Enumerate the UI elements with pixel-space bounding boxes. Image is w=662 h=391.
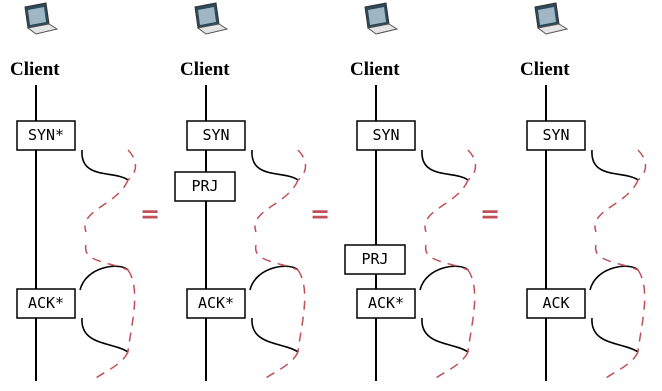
ack-in-arc xyxy=(249,265,299,291)
equals-sign: = xyxy=(480,200,500,228)
prj-label: PRJ xyxy=(191,177,218,195)
laptop-icon xyxy=(24,2,58,35)
syn-out-arc xyxy=(81,149,129,181)
syn-label: SYN xyxy=(202,126,229,144)
network-path xyxy=(637,269,646,353)
ack-label: ACK* xyxy=(28,294,64,312)
equals-sign: = xyxy=(140,200,160,228)
network-path xyxy=(95,351,129,379)
panel-2: Client SYN PRJ ACK* xyxy=(174,2,307,381)
ack-label: ACK xyxy=(542,294,569,312)
network-path xyxy=(435,351,469,379)
ack-label: ACK* xyxy=(198,294,234,312)
network-path xyxy=(85,244,129,271)
ack-box: ACK* xyxy=(186,288,246,319)
network-path xyxy=(255,244,299,271)
syn-out-arc xyxy=(251,149,299,181)
client-label: Client xyxy=(10,59,60,80)
network-path xyxy=(425,244,469,271)
equals-sign: = xyxy=(310,200,330,228)
laptop-icon xyxy=(194,2,228,35)
panel-4: Client SYN ACK xyxy=(520,2,647,381)
network-path xyxy=(467,149,477,181)
ack-box: ACK* xyxy=(356,288,416,319)
network-path xyxy=(265,351,299,379)
panel-1: Client SYN* ACK* xyxy=(10,2,137,381)
client-label: Client xyxy=(520,59,570,80)
ack-label: ACK* xyxy=(368,294,404,312)
ack-in-arc xyxy=(79,265,129,291)
prj-box: PRJ xyxy=(174,171,236,202)
ack-out-arc xyxy=(421,317,469,353)
network-path xyxy=(637,149,647,181)
syn-box: SYN xyxy=(356,120,416,151)
syn-box: SYN xyxy=(526,120,586,151)
ack-in-arc xyxy=(419,265,469,291)
laptop-icon xyxy=(364,2,398,35)
network-path xyxy=(84,179,129,233)
network-path xyxy=(297,269,306,353)
network-path xyxy=(595,244,639,271)
network-path xyxy=(127,269,136,353)
network-path xyxy=(605,351,639,379)
network-path xyxy=(424,179,469,233)
ack-in-arc xyxy=(589,265,639,291)
syn-label: SYN xyxy=(542,126,569,144)
network-path xyxy=(297,149,307,181)
network-path xyxy=(127,149,137,181)
ack-box: ACK* xyxy=(16,288,76,319)
syn-out-arc xyxy=(591,149,639,181)
syn-label: SYN xyxy=(372,126,399,144)
prj-label: PRJ xyxy=(361,250,388,268)
syn-box: SYN xyxy=(186,120,246,151)
laptop-icon xyxy=(534,2,568,35)
ack-out-arc xyxy=(251,317,299,353)
network-path xyxy=(254,179,299,233)
ack-out-arc xyxy=(591,317,639,353)
client-label: Client xyxy=(180,59,230,80)
syn-box: SYN* xyxy=(16,120,76,151)
panel-3: Client SYN PRJ ACK* xyxy=(344,2,477,381)
ack-out-arc xyxy=(81,317,129,353)
ack-box: ACK xyxy=(526,288,586,319)
syn-label: SYN* xyxy=(28,126,64,144)
client-label: Client xyxy=(350,59,400,80)
network-path xyxy=(467,269,476,353)
syn-out-arc xyxy=(421,149,469,181)
prj-box: PRJ xyxy=(344,244,406,275)
network-path xyxy=(594,179,639,233)
